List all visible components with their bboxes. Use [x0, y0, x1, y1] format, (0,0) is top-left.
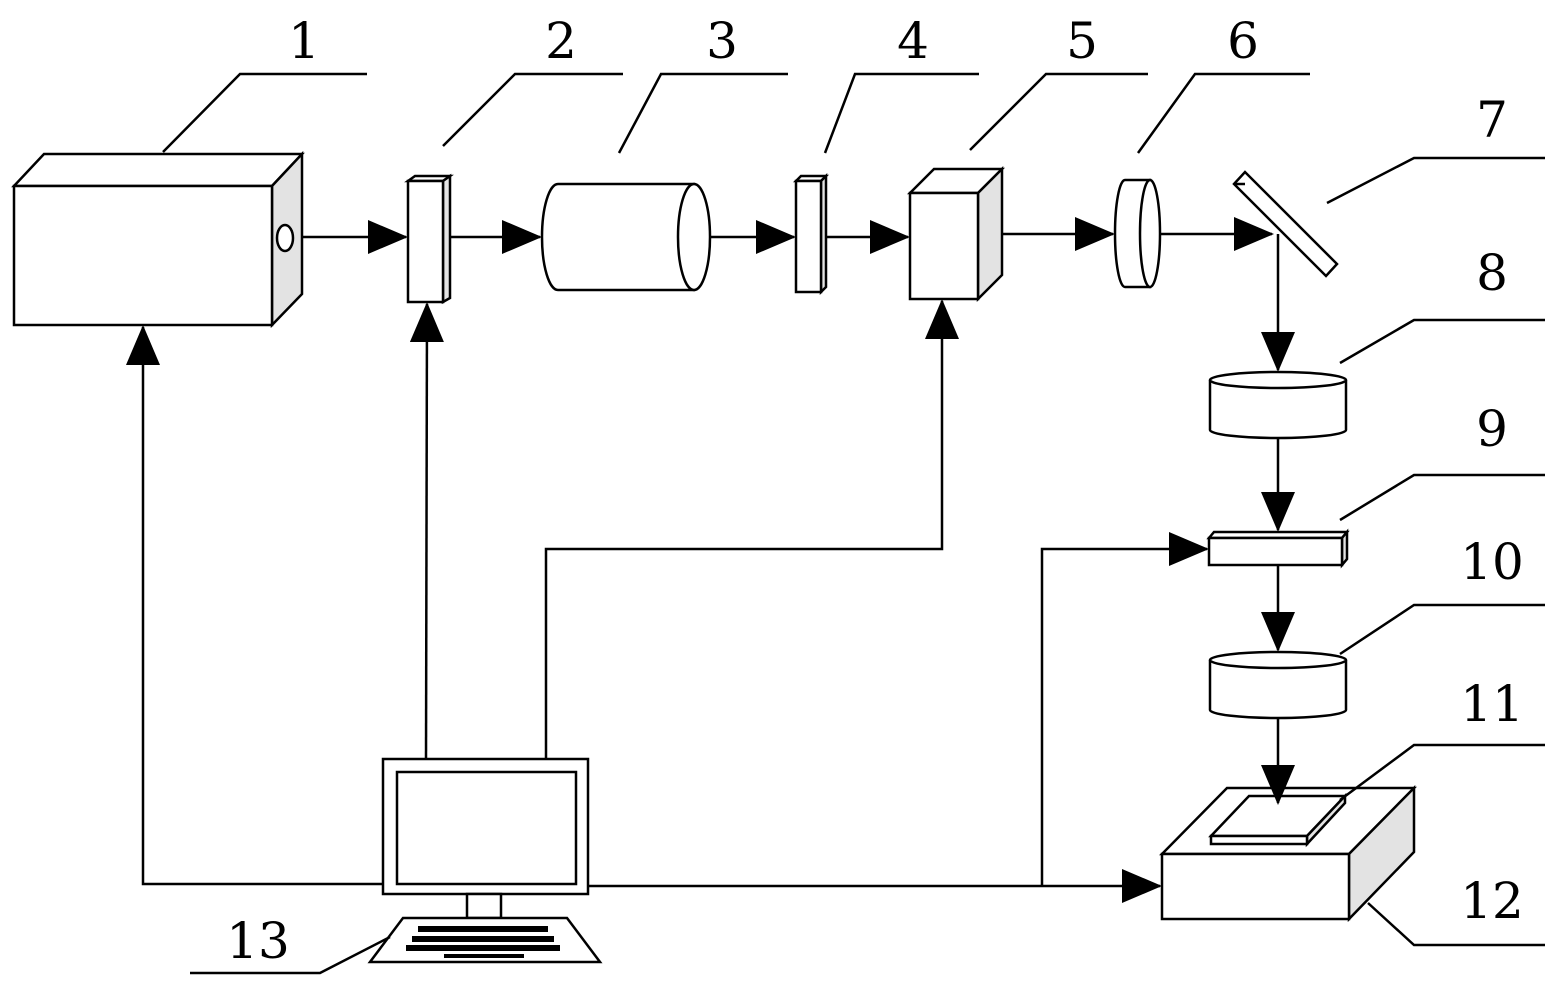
label-8: 8: [1476, 244, 1508, 302]
label-12: 12: [1460, 872, 1524, 930]
leader-lines: [162, 72, 1545, 975]
component-2-plate: [404, 173, 454, 305]
component-1-laser: [11, 150, 305, 329]
label-1: 1: [288, 12, 320, 70]
label-6: 6: [1227, 12, 1259, 70]
label-3: 3: [706, 12, 738, 70]
label-9: 9: [1476, 400, 1508, 458]
component-7-mirror: [1232, 170, 1339, 278]
label-11: 11: [1460, 675, 1524, 733]
component-3-cylinder: [540, 182, 712, 292]
control-wires: [126, 299, 1209, 903]
label-5: 5: [1066, 12, 1098, 70]
label-2: 2: [545, 12, 577, 70]
label-10: 10: [1460, 533, 1524, 591]
number-labels: 1 2 3 4 5 6 7 8 9 10 11 12 13: [226, 12, 1524, 970]
label-7: 7: [1476, 91, 1508, 149]
component-5-cube: [906, 165, 1006, 303]
component-9-plate: [1206, 528, 1350, 569]
component-10-lens: [1208, 650, 1348, 720]
component-4-plate: [792, 172, 830, 296]
label-13: 13: [226, 912, 290, 970]
component-13-computer: [367, 757, 603, 964]
beam-path: [302, 217, 1295, 805]
component-6-lens: [1113, 178, 1162, 289]
label-4: 4: [897, 12, 929, 70]
component-8-lens: [1208, 370, 1348, 440]
